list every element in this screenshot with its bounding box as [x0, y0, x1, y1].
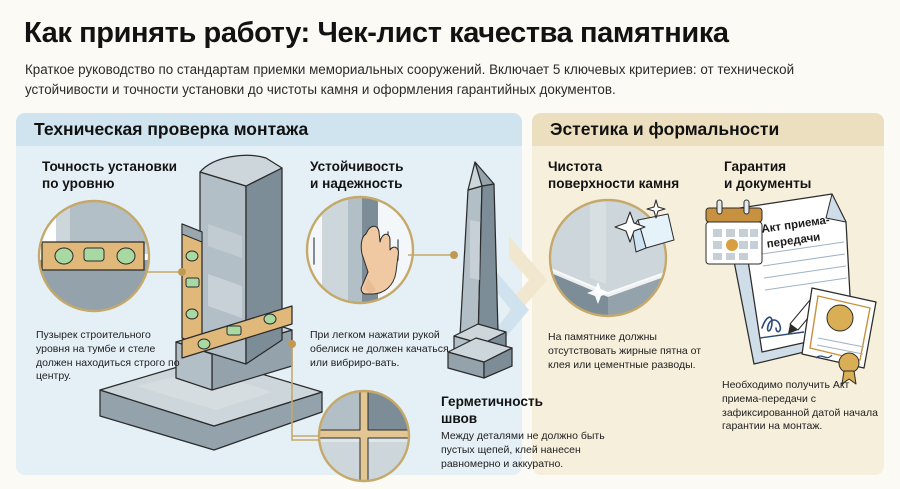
- panel-right-header: Эстетика и формальности: [532, 113, 884, 146]
- joint-seam-magnifier: [292, 389, 411, 483]
- caption-stone-cleanliness: На памятнике должны отсутствовать жирные…: [548, 331, 702, 371]
- heading-stability-line2: и надежность: [310, 176, 403, 192]
- hand-leader-line: [408, 251, 458, 259]
- heading-stone-cleanliness: Чистота поверхности камня: [548, 158, 679, 192]
- monument-stele-illustration: [99, 154, 344, 451]
- heading-clean-line2: поверхности камня: [548, 176, 680, 192]
- heading-seam-tightness: Герметичность швов: [441, 393, 543, 427]
- certificate-icon: [801, 287, 877, 385]
- caption-stability: При легком нажатии рукой обелиск не долж…: [310, 329, 449, 369]
- vertical-level-tool: [181, 223, 203, 347]
- heading-warranty-documents: Гарантия и документы: [724, 158, 811, 192]
- sparkle-icon: [587, 282, 609, 304]
- panel-link-chevron: [495, 236, 547, 350]
- sparkle-icon: [646, 199, 666, 219]
- heading-seam-line1: Герметичность: [441, 394, 543, 409]
- heading-stability-line1: Устойчивость: [310, 159, 404, 174]
- polish-cloth-magnifier: [548, 198, 675, 318]
- heading-warranty-line2: и документы: [724, 176, 812, 192]
- heading-stability: Устойчивость и надежность: [310, 158, 403, 192]
- heading-clean-line1: Чистота: [548, 159, 603, 174]
- page-title: Как принять работу: Чек-лист качества па…: [24, 17, 729, 49]
- documents-illustration: Акт приема- передачи: [705, 193, 877, 385]
- heading-accuracy-line1: Точность установки: [42, 159, 178, 174]
- spirit-level-magnifier: [37, 199, 151, 313]
- heading-warranty-line1: Гарантия: [724, 159, 787, 174]
- panel-left-header: Техническая проверка монтажа: [16, 113, 522, 146]
- page-subtitle: Краткое руководство по стандартам приемк…: [25, 62, 795, 97]
- obelisk-illustration: [447, 161, 513, 379]
- sparkle-icon: [614, 211, 646, 243]
- calendar-icon: [705, 199, 763, 265]
- cleaning-cloth-icon: [631, 213, 675, 253]
- heading-accuracy-line2: по уровню: [42, 176, 115, 192]
- caption-level-accuracy: Пузырек строительного уровня на тумбе и …: [36, 329, 180, 383]
- caption-warranty: Необходимо получить Акт приема-передачи …: [722, 379, 878, 433]
- heading-installation-accuracy: Точность установки по уровню: [42, 158, 177, 192]
- horizontal-level-tool: [181, 305, 293, 359]
- caption-seam-tightness: Между деталями не должно быть пустых щеп…: [441, 430, 605, 470]
- heading-seam-line2: швов: [441, 411, 478, 427]
- hand-push-magnifier: [305, 195, 415, 305]
